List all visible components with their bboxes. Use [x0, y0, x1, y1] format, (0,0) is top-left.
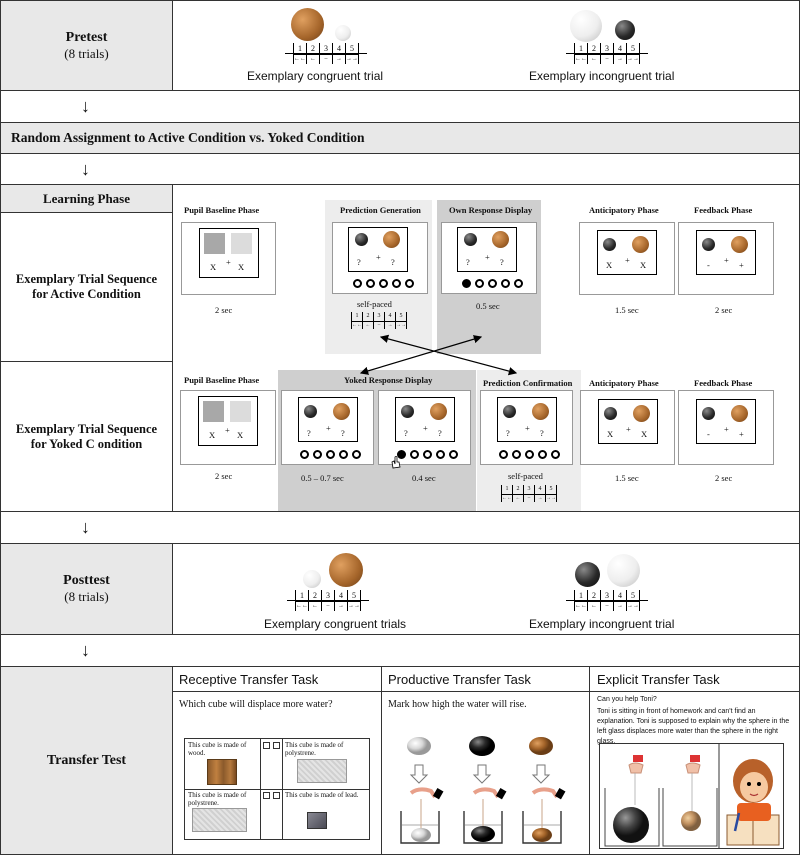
pretest-title: Pretest: [65, 29, 108, 45]
active-label-cell: Exemplary Trial Sequence for Active Cond…: [1, 212, 173, 362]
pretest-label-cell: Pretest (8 trials): [1, 1, 173, 90]
learning-title-cell: Learning Phase: [1, 185, 173, 213]
screen-yoked-response-1: ? + ?: [281, 390, 374, 465]
phase-title-feedback: Feedback Phase: [694, 205, 753, 215]
transfer-title: Transfer Test: [46, 752, 127, 768]
hand-cursor-icon: [391, 456, 401, 469]
phase-title-anticipatory: Anticipatory Phase: [589, 205, 659, 215]
duration-label: 0.4 sec: [412, 473, 436, 483]
receptive-cell-text: This cube is made of polystrene.: [188, 791, 247, 807]
receptive-grid: This cube is made of wood. This cube is …: [184, 738, 370, 840]
duration-label: 0.5 sec: [476, 301, 500, 311]
duration-label: 2 sec: [715, 305, 733, 315]
yoked-label: Exemplary Trial Sequence for Yoked C ond…: [15, 422, 158, 451]
screen-feedback: - + +: [678, 222, 774, 295]
phase-title-pupil-baseline: Pupil Baseline Phase: [184, 375, 260, 385]
duration-label: 2 sec: [215, 305, 233, 315]
flow-arrow: ↓: [0, 511, 800, 544]
phase-title-prediction-generation: Prediction Generation: [340, 205, 421, 215]
duration-label: 1.5 sec: [615, 473, 639, 483]
explicit-illustration: [599, 743, 784, 849]
productive-task-title: Productive Transfer Task: [388, 672, 531, 687]
screen-feedback: - + +: [678, 390, 774, 465]
duration-label: 1.5 sec: [615, 305, 639, 315]
flow-arrow: ↓: [0, 634, 800, 667]
productive-question: Mark how high the water will rise.: [388, 699, 527, 710]
receptive-cell-text: This cube is made of lead.: [285, 791, 359, 799]
posttest-subtitle: (8 trials): [64, 589, 109, 604]
dark-sphere: [615, 20, 635, 40]
flow-arrow: ↓: [0, 153, 800, 185]
pretest-caption-right: Exemplary incongruent trial: [529, 69, 675, 83]
learning-title: Learning Phase: [42, 190, 131, 206]
screen-yoked-response-2: ? + ?: [378, 390, 471, 469]
phase-title-pupil-baseline: Pupil Baseline Phase: [184, 205, 260, 215]
flow-arrow: ↓: [0, 90, 800, 123]
explicit-line2: Toni is sitting in front of homework and…: [597, 708, 790, 745]
duration-label: 2 sec: [215, 471, 233, 481]
bronze-sphere: [329, 553, 363, 587]
receptive-cell-text: This cube is made of polystrene.: [285, 741, 344, 757]
transfer-label-cell: Transfer Test: [1, 667, 173, 854]
posttest-caption-left: Exemplary congruent trials: [264, 617, 407, 631]
polystyrene-cube: [192, 808, 247, 832]
bronze-sphere: [291, 8, 324, 41]
duration-label: self-paced: [357, 299, 392, 309]
white-sphere: [570, 10, 602, 42]
screen-own-response: ? + ?: [441, 222, 537, 294]
duration-label: 2 sec: [715, 473, 733, 483]
assignment-row: Random Assignment to Active Condition vs…: [0, 122, 800, 154]
explicit-task-title: Explicit Transfer Task: [597, 672, 720, 687]
screen-anticipatory: X + X: [580, 390, 675, 465]
posttest-caption-right: Exemplary incongruent trial: [529, 617, 675, 631]
white-sphere: [335, 25, 351, 41]
receptive-question: Which cube will displace more water?: [179, 699, 333, 710]
screen-prediction-generation: ? + ?: [332, 222, 428, 294]
pretest-caption-left: Exemplary congruent trial: [247, 69, 384, 83]
posttest-title: Posttest: [63, 573, 110, 588]
phase-title-anticipatory: Anticipatory Phase: [589, 378, 659, 388]
receptive-task-title: Receptive Transfer Task: [179, 672, 319, 687]
posttest-label-cell: Posttest (8 trials): [1, 544, 173, 634]
phase-title-feedback: Feedback Phase: [694, 378, 753, 388]
receptive-cell-text: This cube is made of wood.: [188, 741, 247, 757]
screen-prediction-confirmation: ? + ?: [480, 390, 573, 465]
lead-cube: [307, 812, 327, 829]
dark-sphere: [575, 562, 600, 587]
transfer-row: Transfer Test Receptive Transfer Task Wh…: [0, 666, 800, 855]
assignment-text: Random Assignment to Active Condition vs…: [11, 130, 365, 145]
polystyrene-cube: [297, 759, 347, 783]
phase-title-yoked-response: Yoked Response Display: [344, 375, 433, 385]
screen-pupil-baseline: X + X: [180, 390, 276, 465]
yoked-label-cell: Exemplary Trial Sequence for Yoked C ond…: [1, 362, 173, 512]
screen-pupil-baseline: X + X: [181, 222, 276, 295]
duration-label: self-paced: [508, 471, 543, 481]
productive-illustration: [400, 736, 566, 844]
crossing-arrows: [359, 334, 518, 376]
active-label: Exemplary Trial Sequence for Active Cond…: [15, 271, 158, 301]
duration-label: 0.5 – 0.7 sec: [301, 473, 344, 483]
pretest-subtitle: (8 trials): [64, 45, 109, 61]
phase-title-own-response: Own Response Display: [449, 205, 533, 215]
white-sphere: [303, 570, 321, 588]
learning-row: Learning Phase Exemplary Trial Sequence …: [0, 184, 800, 512]
phase-title-prediction-confirmation: Prediction Confirmation: [483, 378, 573, 388]
explicit-line1: Can you help Toni?: [597, 696, 657, 703]
wood-cube: [207, 759, 237, 785]
white-sphere: [607, 554, 640, 587]
screen-anticipatory: X + X: [579, 222, 675, 295]
